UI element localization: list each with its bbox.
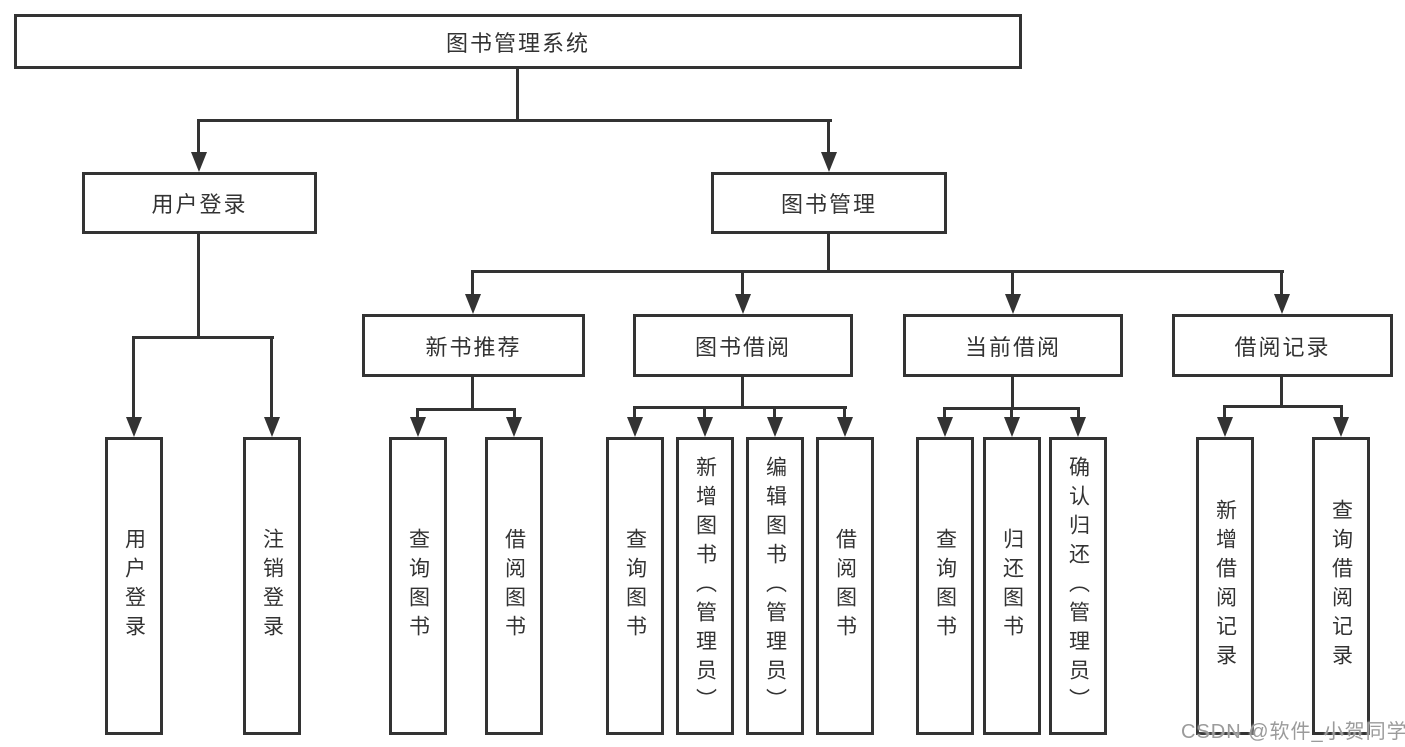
connector-borrow-drop-2 bbox=[703, 406, 706, 421]
connector-root-bar bbox=[197, 119, 832, 122]
arrow-down-icon bbox=[1070, 417, 1086, 437]
node-book-management: 图书管理 bbox=[711, 172, 947, 234]
node-query-books-current: 查询图书 bbox=[916, 437, 974, 735]
connector-bookmgmt-drop-1 bbox=[471, 270, 474, 298]
arrow-down-icon bbox=[465, 294, 481, 314]
node-book-borrow: 图书借阅 bbox=[633, 314, 853, 377]
node-root: 图书管理系统 bbox=[14, 14, 1022, 69]
connector-bookmgmt-bar bbox=[471, 270, 1284, 273]
node-current-borrow: 当前借阅 bbox=[903, 314, 1123, 377]
node-query-books-borrow: 查询图书 bbox=[606, 437, 664, 735]
node-add-book-admin-label: 新增图书（管理员） bbox=[693, 455, 717, 717]
connector-bookmgmt-drop-2 bbox=[741, 270, 744, 298]
node-query-books-recommend-label: 查询图书 bbox=[406, 528, 430, 644]
node-query-borrow-record-label: 查询借阅记录 bbox=[1329, 499, 1353, 673]
arrow-down-icon bbox=[837, 417, 853, 437]
connector-root-stem bbox=[516, 68, 519, 122]
connector-bookmgmt-drop-3 bbox=[1011, 270, 1014, 298]
connector-userlogin-bar bbox=[132, 336, 274, 339]
connector-userlogin-drop-2 bbox=[270, 336, 273, 421]
arrow-down-icon bbox=[1217, 417, 1233, 437]
node-edit-book-admin-label: 编辑图书（管理员） bbox=[763, 455, 787, 717]
node-query-borrow-record: 查询借阅记录 bbox=[1312, 437, 1370, 735]
connector-recommend-drop-2 bbox=[513, 408, 516, 421]
connector-recommend-drop-1 bbox=[416, 408, 419, 421]
node-confirm-return-admin: 确认归还（管理员） bbox=[1049, 437, 1107, 735]
arrow-down-icon bbox=[410, 417, 426, 437]
connector-recommend-stem bbox=[471, 377, 474, 411]
connector-borrow-drop-3 bbox=[773, 406, 776, 421]
connector-current-drop-2 bbox=[1010, 407, 1013, 421]
node-query-books-recommend: 查询图书 bbox=[389, 437, 447, 735]
connector-records-drop-1 bbox=[1223, 405, 1226, 421]
node-add-borrow-record-label: 新增借阅记录 bbox=[1213, 499, 1237, 673]
arrow-down-icon bbox=[627, 417, 643, 437]
node-user-login-leaf: 用户登录 bbox=[105, 437, 163, 735]
arrow-down-icon bbox=[767, 417, 783, 437]
connector-bookmgmt-drop-4 bbox=[1280, 270, 1283, 298]
connector-current-stem bbox=[1011, 377, 1014, 410]
arrow-down-icon bbox=[735, 294, 751, 314]
node-borrow-records: 借阅记录 bbox=[1172, 314, 1393, 377]
arrow-down-icon bbox=[1005, 294, 1021, 314]
node-borrow-books-recommend: 借阅图书 bbox=[485, 437, 543, 735]
arrow-down-icon bbox=[821, 152, 837, 172]
arrow-down-icon bbox=[191, 152, 207, 172]
arrow-down-icon bbox=[126, 417, 142, 437]
arrow-down-icon bbox=[697, 417, 713, 437]
connector-borrow-drop-1 bbox=[633, 406, 636, 421]
connector-recommend-bar bbox=[416, 408, 516, 411]
arrow-down-icon bbox=[1333, 417, 1349, 437]
node-return-book: 归还图书 bbox=[983, 437, 1041, 735]
node-edit-book-admin: 编辑图书（管理员） bbox=[746, 437, 804, 735]
connector-records-stem bbox=[1280, 377, 1283, 408]
node-borrow-books-leaf: 借阅图书 bbox=[816, 437, 874, 735]
arrow-down-icon bbox=[1274, 294, 1290, 314]
connector-borrow-stem bbox=[741, 377, 744, 409]
node-user-login-leaf-label: 用户登录 bbox=[122, 528, 146, 644]
node-add-borrow-record: 新增借阅记录 bbox=[1196, 437, 1254, 735]
node-borrow-books-recommend-label: 借阅图书 bbox=[502, 528, 526, 644]
node-logout: 注销登录 bbox=[243, 437, 301, 735]
watermark: CSDN @软件_小贺同学 bbox=[1181, 721, 1405, 743]
node-logout-label: 注销登录 bbox=[260, 528, 284, 644]
node-user-login-branch: 用户登录 bbox=[82, 172, 317, 234]
connector-records-drop-2 bbox=[1340, 405, 1343, 421]
connector-borrow-drop-4 bbox=[843, 406, 846, 421]
node-confirm-return-admin-label: 确认归还（管理员） bbox=[1066, 455, 1090, 717]
connector-bookmgmt-stem bbox=[827, 233, 830, 273]
node-query-books-current-label: 查询图书 bbox=[933, 528, 957, 644]
connector-current-drop-1 bbox=[943, 407, 946, 421]
arrow-down-icon bbox=[506, 417, 522, 437]
arrow-down-icon bbox=[1004, 417, 1020, 437]
connector-records-bar bbox=[1223, 405, 1343, 408]
node-new-book-recommend: 新书推荐 bbox=[362, 314, 585, 377]
connector-borrow-bar bbox=[633, 406, 847, 409]
arrow-down-icon bbox=[264, 417, 280, 437]
arrow-down-icon bbox=[937, 417, 953, 437]
connector-userlogin-stem bbox=[197, 233, 200, 339]
node-return-book-label: 归还图书 bbox=[1000, 528, 1024, 644]
connector-root-drop-right bbox=[827, 119, 830, 156]
node-borrow-books-leaf-label: 借阅图书 bbox=[833, 528, 857, 644]
connector-current-drop-3 bbox=[1077, 407, 1080, 421]
node-query-books-borrow-label: 查询图书 bbox=[623, 528, 647, 644]
connector-userlogin-drop-1 bbox=[132, 336, 135, 421]
node-add-book-admin: 新增图书（管理员） bbox=[676, 437, 734, 735]
connector-root-drop-left bbox=[197, 119, 200, 156]
